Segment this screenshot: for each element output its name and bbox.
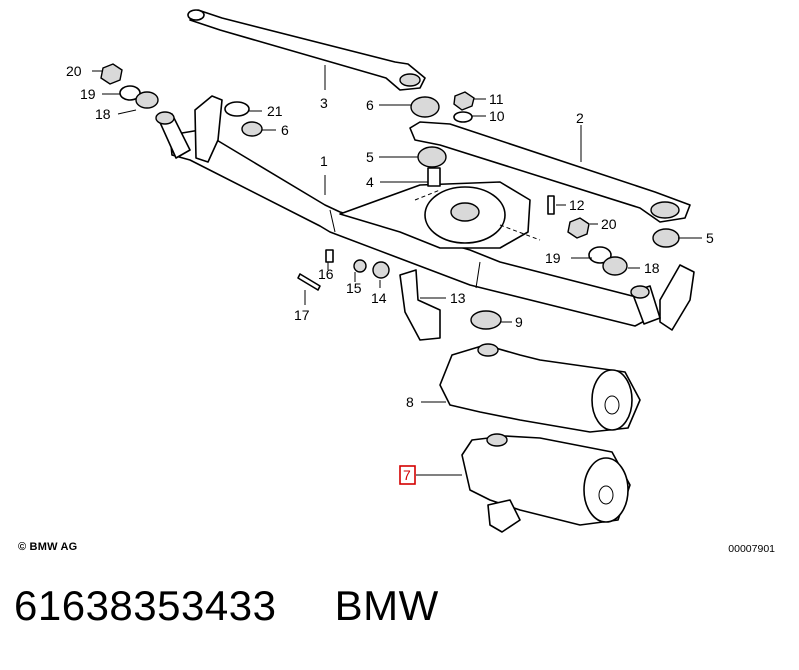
callout-2: 2 (576, 110, 584, 126)
brand-name: BMW (334, 582, 439, 629)
part-7-wiper-motor (461, 433, 631, 533)
callout-13: 13 (450, 290, 466, 306)
copyright-notice: © BMW AG (18, 541, 78, 553)
wiper-linkage-diagram: 20 19 18 3 21 6 6 11 10 2 5 1 4 12 20 5 … (66, 9, 714, 533)
callout-7-highlight-box (399, 465, 416, 485)
callout-10: 10 (489, 108, 505, 124)
part-3-linkage-bar (187, 9, 426, 91)
part-number: 61638353433 (14, 582, 277, 629)
callout-5-right: 5 (706, 230, 714, 246)
callout-14: 14 (371, 290, 387, 306)
fasteners (100, 63, 680, 341)
callout-21: 21 (267, 103, 283, 119)
leader-lines (92, 65, 702, 476)
footer-caption: 61638353433 BMW (14, 582, 439, 630)
part-2-linkage-bar (409, 121, 691, 223)
callout-18-left: 18 (95, 106, 111, 122)
callout-8: 8 (406, 394, 414, 410)
callout-12: 12 (569, 197, 585, 213)
callout-7: 7 (403, 467, 411, 483)
callout-6-center: 6 (366, 97, 374, 113)
part-8-wiper-motor (439, 343, 641, 433)
callout-11: 11 (489, 91, 504, 107)
callout-9: 9 (515, 314, 523, 330)
callout-3: 3 (320, 95, 328, 111)
callout-19-left: 19 (80, 86, 96, 102)
callout-5-center: 5 (366, 149, 374, 165)
callout-4: 4 (366, 174, 374, 190)
callout-20-left: 20 (66, 63, 82, 79)
callout-18-right: 18 (644, 260, 660, 276)
callout-20-right: 20 (601, 216, 617, 232)
callout-6-left: 6 (281, 122, 289, 138)
left-spindle (155, 111, 191, 159)
diagram-id: 00007901 (728, 543, 775, 555)
callout-15: 15 (346, 280, 362, 296)
callout-19-right: 19 (545, 250, 561, 266)
right-spindle (630, 285, 661, 325)
callout-1: 1 (320, 153, 328, 169)
callout-17: 17 (294, 307, 310, 323)
callout-16: 16 (318, 266, 334, 282)
part-1-frame-tube (169, 95, 695, 331)
callout-labels: 20 19 18 3 21 6 6 11 10 2 5 1 4 12 20 5 … (66, 63, 714, 485)
